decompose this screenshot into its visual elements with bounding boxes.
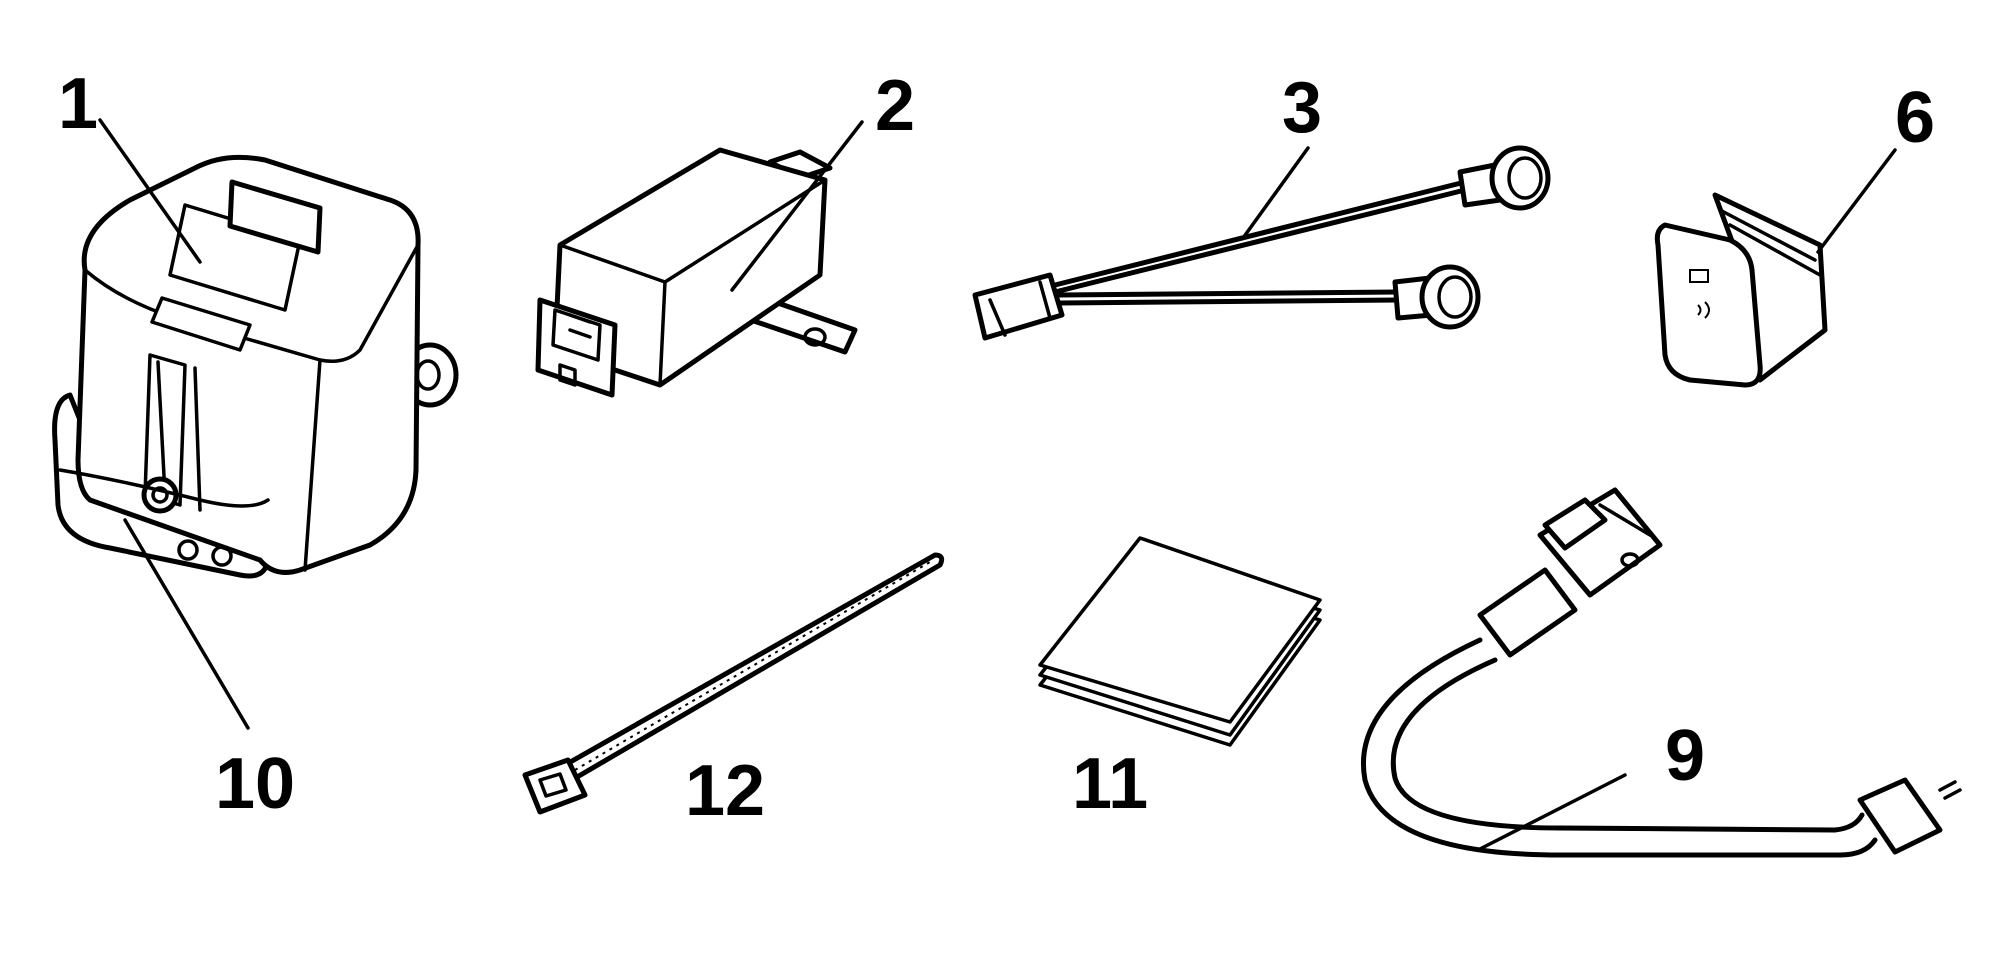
- part-module-base: [52, 154, 459, 579]
- callout-3: 3: [1282, 68, 1322, 148]
- leader-line-9: [1476, 773, 1627, 852]
- leader-line-2: [730, 120, 864, 292]
- part-power-cable: [1361, 487, 1962, 858]
- leader-lines: [98, 118, 1897, 852]
- callout-11: 11: [1072, 744, 1148, 824]
- part-cloth-sheets: [1038, 536, 1322, 747]
- callout-10: 10: [215, 744, 295, 824]
- part-y-harness: [972, 145, 1551, 341]
- leader-line-3: [1241, 146, 1310, 240]
- leader-line-1: [98, 118, 202, 264]
- leader-line-6: [1816, 148, 1897, 254]
- part-relay-module: [535, 147, 858, 398]
- callout-2: 2: [875, 66, 915, 146]
- part-cable-tie: [522, 552, 945, 815]
- leader-line-10: [123, 518, 250, 730]
- callout-6: 6: [1895, 78, 1935, 158]
- callout-12: 12: [685, 751, 765, 831]
- callout-9: 9: [1665, 716, 1705, 796]
- part-switch: [1654, 192, 1828, 388]
- callout-1: 1: [58, 64, 98, 144]
